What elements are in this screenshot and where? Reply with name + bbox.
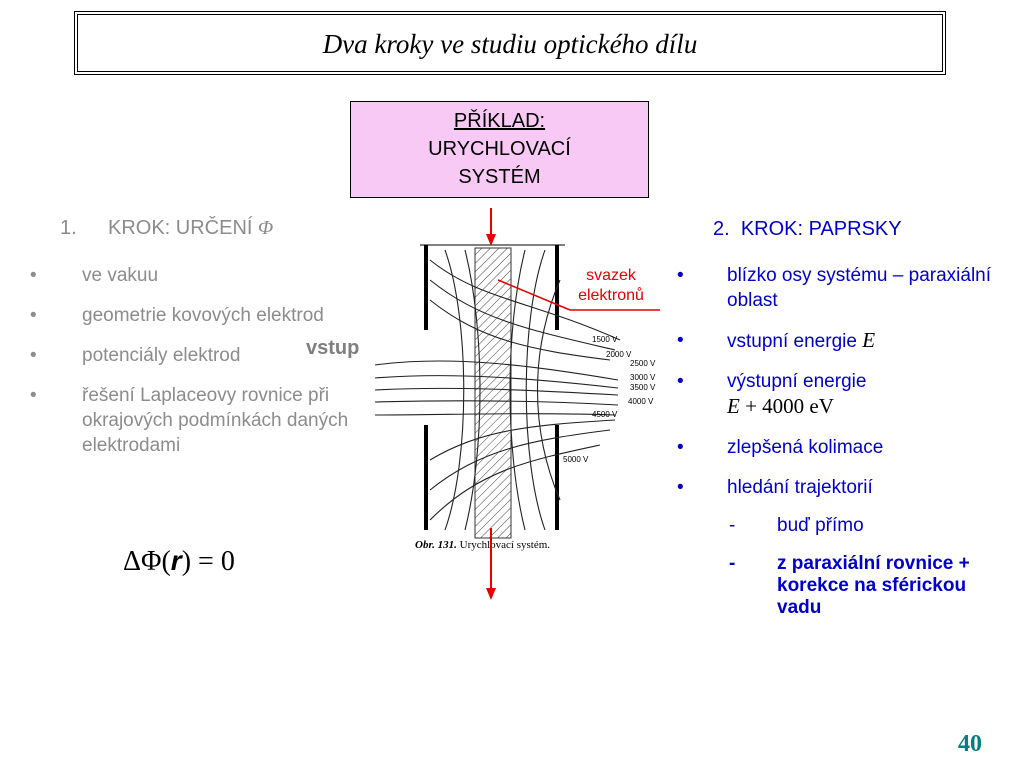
list-item: • potenciály elektrod [30, 343, 360, 368]
example-line-2: URYCHLOVACÍ [428, 138, 571, 160]
title-frame: Dva kroky ve studiu optického dílu [74, 11, 946, 75]
output-arrowhead-icon [486, 588, 496, 600]
bullet-icon: • [30, 265, 37, 286]
slide-title: Dva kroky ve studiu optického dílu [322, 29, 698, 59]
left-bullet-list: • ve vakuu • geometrie kovových elektrod •… [30, 263, 360, 473]
voltage-label: 3500 V [630, 383, 656, 392]
phi-symbol: Φ [258, 217, 274, 239]
bullet-icon: • [677, 265, 684, 286]
list-item-text: zlepšená kolimace [727, 437, 884, 458]
bullet-icon: • [30, 305, 37, 326]
sub-list-item: - z paraxiální rovnice + korekce na sféri… [677, 553, 1007, 619]
list-item-text: řešení Laplaceovy rovnice při okrajových… [82, 385, 349, 456]
list-item: • hledání trajektorií [677, 475, 1007, 500]
list-item: • zlepšená kolimace [677, 435, 1007, 460]
math-output-energy: E + 4000 eV [727, 394, 834, 418]
sub-item-text: buď přímo [777, 515, 864, 536]
step2-number: 2. [713, 218, 730, 240]
step2-label: KROK: PAPRSKY [740, 218, 902, 240]
bullet-icon: • [677, 371, 684, 392]
bullet-icon: • [30, 385, 37, 406]
formula-var: r [170, 545, 182, 576]
list-item: • řešení Laplaceovy rovnice při okrajovýc… [30, 383, 360, 458]
bullet-icon: • [677, 437, 684, 458]
voltage-label: 2500 V [630, 359, 656, 368]
voltage-label: 4500 V [592, 410, 618, 419]
dash-icon: - [729, 553, 736, 574]
list-item: • vstupní energie E [677, 328, 1007, 354]
formula-lhs: ΔΦ( [123, 546, 171, 577]
input-arrowhead-icon [486, 234, 496, 246]
list-item-text: vstupní energie [727, 331, 863, 352]
math-energy: E [862, 328, 876, 352]
step2-heading: 2. KROK: PAPRSKY [713, 218, 902, 241]
list-item: • geometrie kovových elektrod [30, 303, 360, 328]
voltage-label: 5000 V [563, 455, 589, 464]
example-line-3: SYSTÉM [458, 166, 541, 188]
list-item-text: potenciály elektrod [82, 345, 241, 366]
beam-label-line-1: svazek [586, 267, 636, 284]
bullet-icon: • [30, 345, 37, 366]
sub-item-text: z paraxiální rovnice + korekce na sféric… [777, 553, 970, 618]
list-item-text: hledání trajektorií [727, 477, 873, 498]
dash-icon: - [729, 515, 736, 536]
formula-rhs: ) = 0 [181, 546, 235, 577]
laplace-formula: ΔΦ(r) = 0 [123, 545, 235, 578]
list-item: • ve vakuu [30, 263, 360, 288]
example-box: PŘÍKLAD: URYCHLOVACÍ SYSTÉM [350, 101, 649, 198]
beam-label-line-2: elektronů [578, 287, 644, 304]
figure-caption: Obr. 131. Urychlovací systém. [415, 539, 550, 551]
bullet-icon: • [677, 477, 684, 498]
bullet-icon: • [677, 330, 684, 351]
list-item-text: výstupní energie [727, 371, 867, 392]
right-bullet-list: •blízko osy systému – paraxiální oblast … [677, 263, 1007, 635]
pointer-line [497, 279, 571, 311]
beam-channel [474, 247, 512, 539]
voltage-label: 1500 V [592, 335, 618, 344]
beam-label: svazek elektronů [556, 266, 666, 306]
field-lines [374, 249, 621, 531]
voltage-label: 4000 V [628, 397, 654, 406]
example-label: PŘÍKLAD: [453, 110, 546, 132]
list-item-text: geometrie kovových elektrod [82, 305, 324, 326]
page-number: 40 [958, 731, 982, 757]
list-item-text: ve vakuu [82, 265, 159, 286]
step1-number: 1. [60, 217, 77, 239]
sub-list-item: - buď přímo [677, 515, 1007, 537]
voltage-label: 2000 V [606, 350, 632, 359]
vstup-label: vstup [306, 337, 360, 359]
list-item-text: blízko osy systému – paraxiální oblast [727, 265, 992, 311]
step1-heading: 1. KROK: URČENÍ Φ [60, 217, 273, 240]
list-item: • blízko osy systému – paraxiální oblast [677, 263, 1007, 313]
step1-label: KROK: URČENÍ [108, 217, 253, 239]
voltage-label: 3000 V [630, 373, 656, 382]
accelerator-diagram: 1500 V 2000 V 2500 V 3000 V 3500 V 4000 … [374, 208, 660, 600]
